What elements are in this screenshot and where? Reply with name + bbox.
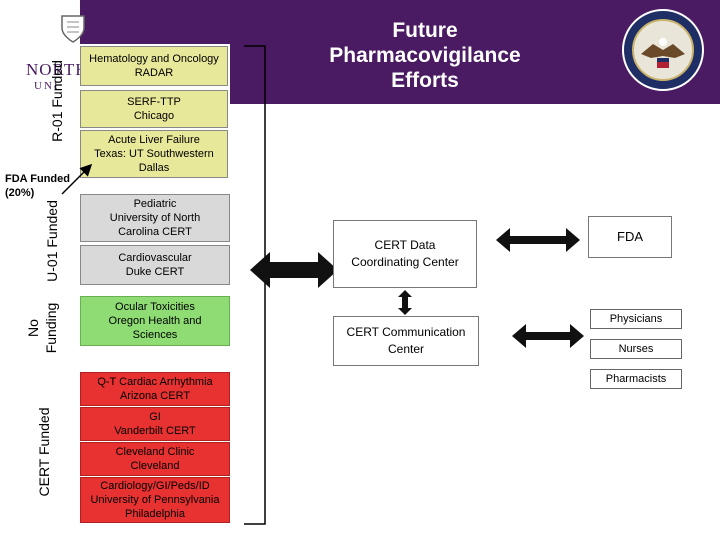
arrow-comm-to-audience [512,324,584,348]
box-pediatric: Pediatric University of North Carolina C… [80,194,230,242]
box-pharmacists: Pharmacists [590,369,682,389]
arrow-coord-to-fda [496,228,580,252]
box-acute-liver-failure: Acute Liver Failure Texas: UT Southweste… [80,130,228,178]
arrow-bracket-to-center [250,252,338,288]
page-title: Future Pharmacovigilance Efforts [329,19,521,92]
box-nurses: Nurses [590,339,682,359]
label-fda-funded: FDA Funded (20%) [5,173,70,199]
bracket [244,45,266,525]
box-cert-data-coordinating: CERT Data Coordinating Center [333,220,477,288]
box-cleveland-clinic: Cleveland Clinic Cleveland [80,442,230,476]
arrow-coord-to-comm [398,290,412,315]
box-fda: FDA [588,216,672,258]
box-cert-communication: CERT Communication Center [333,316,479,366]
fda-pointer-arrow [61,163,93,195]
box-serf-ttp: SERF-TTP Chicago [80,90,228,128]
box-qt-cardiac: Q-T Cardiac Arrhythmia Arizona CERT [80,372,230,406]
va-seal-logo [621,8,705,97]
box-gi-vanderbilt: GI Vanderbilt CERT [80,407,230,441]
box-ocular-toxicities: Ocular Toxicities Oregon Health and Scie… [80,296,230,346]
box-cardiovascular: Cardiovascular Duke CERT [80,245,230,285]
university-logo-text-bottom: UNI [34,80,60,92]
box-cardiology-penn: Cardiology/GI/Peds/ID University of Penn… [80,477,230,523]
box-physicians: Physicians [590,309,682,329]
university-shield-logo [60,14,86,49]
box-hematology-oncology: Hematology and Oncology RADAR [80,46,228,86]
university-logo-text-top: NORTH [26,60,89,79]
